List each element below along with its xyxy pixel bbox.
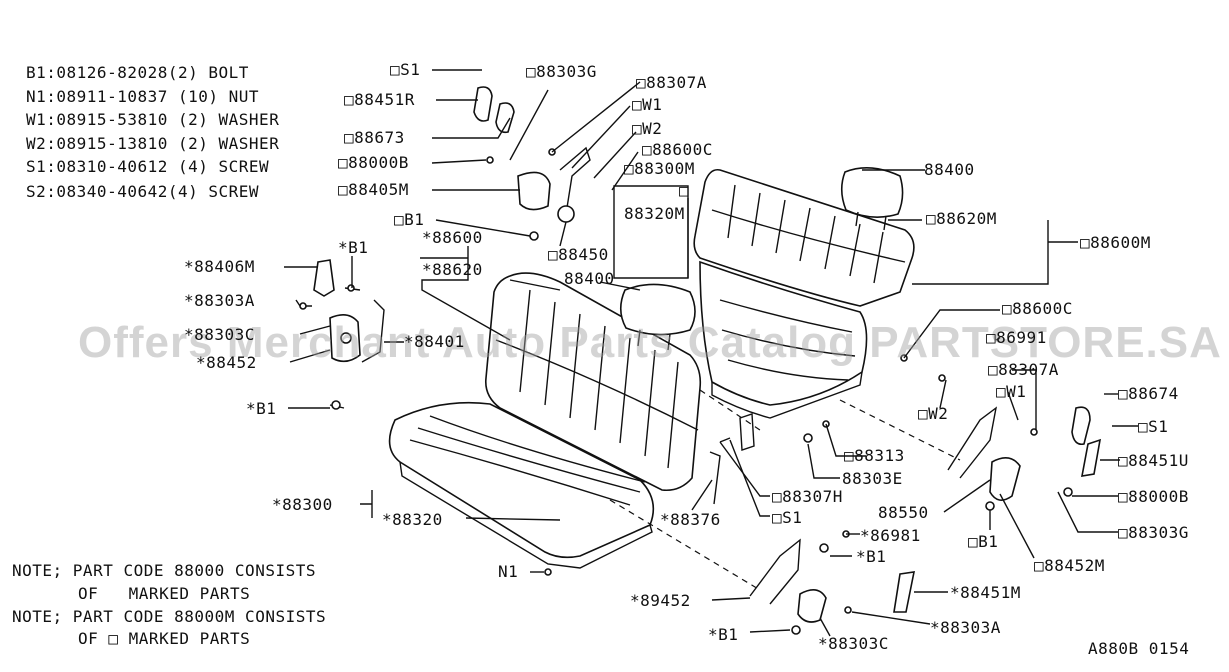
callout-88600c-top: □88600C [642, 140, 713, 159]
callout-88450: □88450 [548, 245, 609, 264]
callout-b1-bottom: *B1 [708, 625, 739, 644]
callout-88320: *88320 [382, 510, 443, 529]
callout-88406m: *88406M [184, 257, 255, 276]
callout-s1-right: □S1 [1138, 417, 1169, 436]
callout-88303c-left: *88303C [184, 325, 255, 344]
callout-88674: □88674 [1118, 384, 1179, 403]
callout-88000b-top: □88000B [338, 153, 409, 172]
callout-b1-top: □B1 [394, 210, 425, 229]
watermark: Offers Merchant Auto Parts Catalog PARTS… [78, 318, 1222, 367]
callout-w1-top: □W1 [632, 95, 663, 114]
callout-88400-top: 88400 [924, 160, 975, 179]
callout-s1-mid: □S1 [772, 508, 803, 527]
callout-box-marker: □ [679, 181, 690, 200]
bom-line-b1: B1:08126-82028(2) BOLT [26, 63, 249, 82]
callout-88600m: □88600M [1080, 233, 1151, 252]
bom-line-s2: S2:08340-40642(4) SCREW [26, 182, 260, 201]
callout-88451u: □88451U [1118, 451, 1189, 470]
callout-88300: *88300 [272, 495, 333, 514]
callout-88401: *88401 [404, 332, 465, 351]
right-hinge-assembly [938, 374, 1102, 511]
callout-88451r: □88451R [344, 90, 415, 109]
callout-88451m: *88451M [950, 583, 1021, 602]
callout-88550: 88550 [878, 503, 929, 522]
callout-88303e: 88303E [842, 469, 903, 488]
callout-s1-top: □S1 [390, 60, 421, 79]
leader-lines [284, 69, 1138, 637]
callout-88303a-bottom: *88303A [930, 618, 1001, 637]
callout-b1-left: *B1 [338, 238, 369, 257]
callout-w2-top: □W2 [632, 119, 663, 138]
callout-b1-bottom-mid: *B1 [856, 547, 887, 566]
callout-86991: □86991 [986, 328, 1047, 347]
callout-88303c-bottom: *88303C [818, 634, 889, 653]
note-line-1: NOTE; PART CODE 88000 CONSISTS [12, 561, 316, 580]
callout-w1-right: □W1 [996, 382, 1027, 401]
callout-88673: □88673 [344, 128, 405, 147]
note-line-3: NOTE; PART CODE 88000M CONSISTS [12, 607, 327, 626]
callout-88600: *88600 [422, 228, 483, 247]
seat-cushion [388, 401, 655, 569]
callout-88620m: □88620M [926, 209, 997, 228]
figure-code: A880B 0154 [1088, 639, 1190, 658]
lower-hinge-assembly [544, 538, 916, 635]
note-line-4: OF □ MARKED PARTS [78, 629, 251, 648]
callout-89452: *89452 [630, 591, 691, 610]
note-line-2: OF MARKED PARTS [78, 584, 251, 603]
callout-88600c-right: □88600C [1002, 299, 1073, 318]
headrest-front [619, 283, 696, 351]
rear-seat-cushion [699, 260, 868, 419]
callout-88400-mid: 88400 [564, 269, 615, 288]
left-hinge-assembly [299, 259, 385, 410]
callout-88452m: □88452M [1034, 556, 1105, 575]
front-seat-back [484, 272, 702, 492]
callout-88000b-right: □88000B [1118, 487, 1189, 506]
callout-88620: *88620 [422, 260, 483, 279]
callout-88452: *88452 [196, 353, 257, 372]
callout-n1: N1 [498, 562, 519, 581]
callout-88313: □88313 [844, 446, 905, 465]
callout-88300m: □88300M [624, 159, 695, 178]
bom-line-s1: S1:08310-40612 (4) SCREW [26, 157, 270, 176]
callout-88303a-left: *88303A [184, 291, 255, 310]
callout-88405m: □88405M [338, 180, 409, 199]
bom-line-w2: W2:08915-13810 (2) WASHER [26, 134, 280, 153]
upper-hinge-assembly [473, 86, 591, 241]
bom-line-n1: N1:08911-10837 (10) NUT [26, 87, 260, 106]
callout-88303g-right: □88303G [1118, 523, 1189, 542]
bom-line-w1: W1:08915-53810 (2) WASHER [26, 110, 280, 129]
callout-88376: *88376 [660, 510, 721, 529]
callout-88307a-top: □88307A [636, 73, 707, 92]
callout-86981: *86981 [860, 526, 921, 545]
callout-88320m: 88320M [624, 204, 685, 223]
rear-seat-back [693, 168, 915, 307]
callout-b1-lower-left: *B1 [246, 399, 277, 418]
callout-88307h: □88307H [772, 487, 843, 506]
callout-88307a-right: □88307A [988, 360, 1059, 379]
callout-88303g-top: □88303G [526, 62, 597, 81]
callout-b1-right: □B1 [968, 532, 999, 551]
callout-w2-right: □W2 [918, 404, 949, 423]
